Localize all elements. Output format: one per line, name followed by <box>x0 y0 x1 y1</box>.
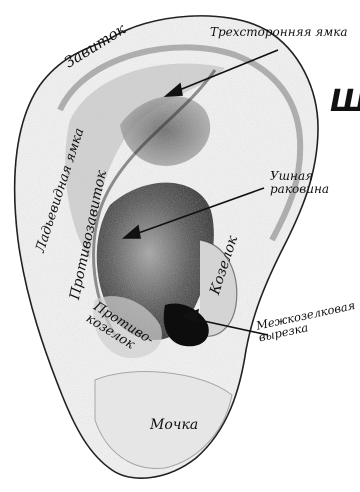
label-lobule: Мочка <box>150 418 198 433</box>
label-triangular-fossa: Трехсторонняя ямка <box>210 26 348 39</box>
label-concha: Ушная раковина <box>270 170 340 195</box>
cropped-heading-letter: Ш <box>330 86 360 118</box>
